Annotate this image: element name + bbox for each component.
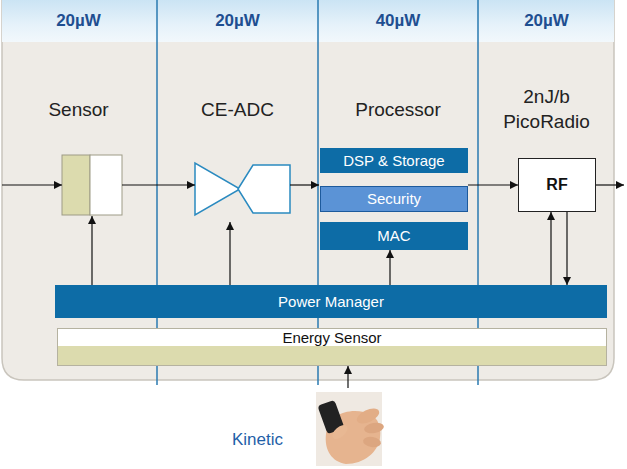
hand-thumb: [330, 422, 350, 441]
signal-arrow: [2, 184, 62, 185]
sensor-element: [62, 155, 90, 215]
sensor-element: [90, 155, 122, 215]
connector-arrow: [550, 212, 551, 285]
block-label: Energy Sensor: [282, 329, 381, 347]
column-title: Processor: [336, 98, 460, 123]
processor-block: DSP & Storage: [320, 148, 468, 173]
hand-picture: [316, 392, 385, 466]
processor-block: Security: [320, 186, 468, 212]
power-figure: 20µW: [478, 0, 615, 42]
control-arrow: [91, 216, 92, 285]
signal-arrow: [290, 184, 319, 185]
power-figure: 20µW: [0, 0, 157, 42]
power-figure: 40µW: [318, 0, 478, 42]
connector-arrow: [468, 184, 518, 185]
rf-block: RF: [518, 158, 596, 212]
connector-arrow: [389, 250, 390, 285]
power-figure: 20µW: [157, 0, 318, 42]
column-title: Sensor: [17, 98, 141, 123]
column-title: CE-ADC: [176, 98, 300, 123]
hand-finger: [363, 421, 384, 434]
control-arrow: [229, 222, 230, 285]
panel-background: [2, 0, 614, 380]
adc-symbol: [238, 165, 290, 213]
kinetic-source: Kinetic: [228, 388, 386, 468]
signal-arrow: [596, 184, 624, 185]
block-label: Power Manager: [274, 293, 388, 311]
block-label: RF: [542, 175, 571, 194]
block-label: Security: [363, 190, 425, 208]
hand-finger: [362, 436, 381, 449]
source-label: Kinetic: [232, 430, 283, 450]
block-label: MAC: [373, 227, 414, 245]
connector-arrow: [347, 366, 348, 388]
signal-arrow: [122, 184, 195, 185]
amplifier-symbol: [195, 163, 240, 215]
processor-block: MAC: [320, 222, 468, 250]
energy-sensor-bar: Energy Sensor: [57, 328, 607, 366]
connector-arrow: [566, 212, 567, 285]
power-manager-bar: Power Manager: [55, 285, 607, 318]
column-title: 2nJ/b PicoRadio: [485, 85, 609, 134]
block-label: DSP & Storage: [339, 152, 448, 170]
